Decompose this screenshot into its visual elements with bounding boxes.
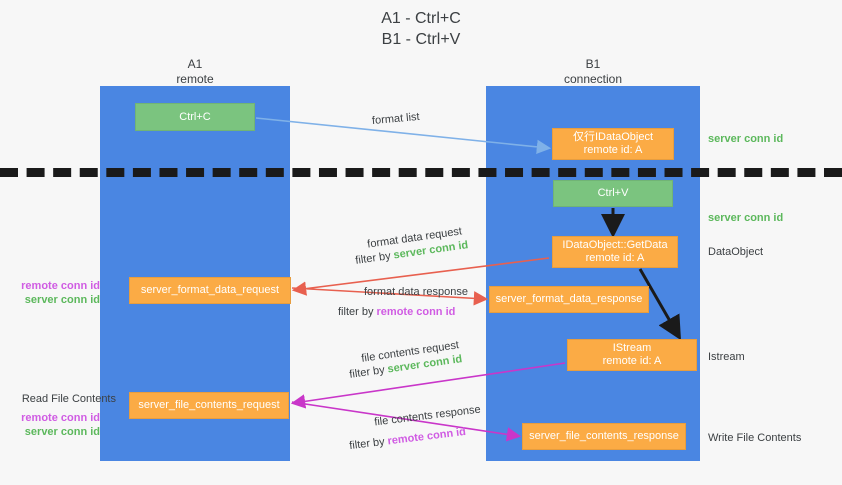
remote-conn-id-text: remote conn id [376,306,456,318]
filter-by-text: filter by [354,249,395,267]
node-ctrl-c[interactable]: Ctrl+C [135,103,255,131]
edge-label-format-list: format list [371,110,421,128]
filter-by-text: filter by [348,363,389,381]
node-idataobject-getdata[interactable]: IDataObject::GetData remote id: A [552,236,678,268]
label-dataobject: DataObject [708,246,764,258]
remote-conn-id-text: remote conn id [386,425,467,448]
filter-by-text: filter by [348,435,389,453]
page-title: A1 - Ctrl+C B1 - Ctrl+V [381,10,461,48]
node-idataobject[interactable]: 仅行IDataObject remote id: A [552,128,674,160]
node-server-format-data-request[interactable]: server_format_data_request [129,277,291,304]
label-server-conn-id-2: server conn id [24,426,100,438]
label-remote-conn-id-2: remote conn id [21,412,100,424]
edge-label-filter-by-remote-2: filter by remote conn id [349,425,467,454]
label-server-conn-id-mid: server conn id [708,212,784,224]
node-server-file-contents-response[interactable]: server_file_contents_response [522,423,686,450]
lane-header-a1: A1 remote [176,57,214,86]
filter-by-text: filter by [338,306,377,318]
label-conn-ids-lower: remote conn id server conn id [8,411,100,439]
edge-label-filter-by-remote-1: filter by remote conn id [338,305,455,320]
label-conn-ids-upper: remote conn id server conn id [8,279,100,307]
lane-header-b1: B1 connection [563,57,623,86]
node-server-format-data-response[interactable]: server_format_data_response [489,286,649,313]
edge-label-format-data-response: format data response [364,286,468,298]
label-server-conn-id: server conn id [24,294,100,306]
node-ctrl-v[interactable]: Ctrl+V [553,180,673,207]
label-write-file-contents: Write File Contents [708,432,802,444]
label-remote-conn-id: remote conn id [21,280,100,292]
dashed-separator [0,168,842,177]
label-istream: Istream [708,351,745,363]
label-server-conn-id-top: server conn id [708,133,784,145]
label-read-file-contents: Read File Contents [21,393,116,405]
edge-label-file-contents-response: file contents response [373,403,482,429]
node-istream[interactable]: IStream remote id: A [567,339,697,371]
node-server-file-contents-request[interactable]: server_file_contents_request [129,392,289,419]
